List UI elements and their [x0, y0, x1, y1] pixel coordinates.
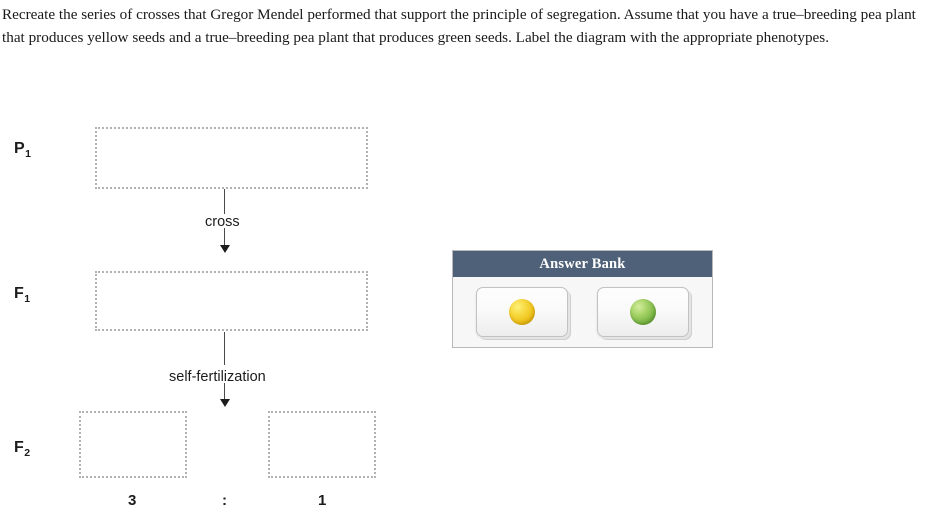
answer-bank-panel: Answer Bank: [452, 250, 713, 348]
cross-diagram: P1 cross F1 self-fertilization F2 3 : 1: [0, 0, 430, 514]
question-prompt: Recreate the series of crosses that Greg…: [2, 6, 916, 46]
green-seed-tile[interactable]: [597, 287, 690, 337]
connector-label-cross: cross: [202, 215, 243, 230]
yellow-seed-tile[interactable]: [475, 287, 568, 337]
p1-dropzone[interactable]: [95, 127, 368, 189]
f2-dropzone-left[interactable]: [79, 411, 187, 478]
answer-bank-title: Answer Bank: [453, 251, 712, 277]
generation-label-f1: F1: [14, 285, 31, 305]
connector-line-self-lower: [224, 383, 225, 401]
answer-bank-items: [453, 277, 712, 347]
generation-label-f2: F2: [14, 439, 31, 459]
ratio-separator: :: [222, 492, 227, 509]
connector-label-self-fertilization: self-fertilization: [166, 370, 269, 385]
connector-arrow-self-fertilization: [220, 399, 230, 407]
green-seed-icon: [630, 299, 657, 325]
f1-dropzone[interactable]: [95, 271, 368, 331]
connector-line-cross-lower: [224, 228, 225, 247]
connector-line-self-upper: [224, 332, 225, 365]
yellow-seed-icon: [508, 299, 535, 325]
ratio-left-value: 3: [128, 492, 137, 509]
f2-dropzone-right[interactable]: [268, 411, 376, 478]
generation-label-p1: P1: [14, 140, 32, 160]
connector-arrow-cross: [220, 245, 230, 253]
ratio-right-value: 1: [318, 492, 327, 509]
connector-line-cross-upper: [224, 189, 225, 214]
